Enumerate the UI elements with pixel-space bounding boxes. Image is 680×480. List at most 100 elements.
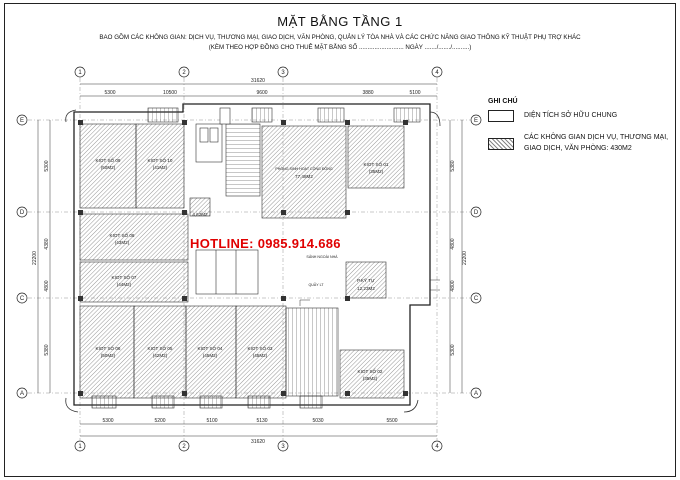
dim-right-seg-2: 4800 <box>450 238 456 249</box>
dim-right-seg-3: 4800 <box>450 280 456 291</box>
kiot-08-area <box>79 213 189 261</box>
kiot-05-area <box>133 305 187 399</box>
service-room-area <box>345 261 387 299</box>
grid-bubble-3-top <box>277 66 289 78</box>
kiot-07-area <box>79 261 189 303</box>
grid-bubble-e-right <box>470 114 482 126</box>
grid-label-2-bottom: 2 <box>182 444 186 450</box>
dim-right-total: 22200 <box>462 251 468 265</box>
dim-bottom-seg-5: 5030 <box>312 418 323 424</box>
building-core <box>91 107 421 409</box>
kiot-03-label: KIOT SỐ 03 <box>248 345 273 351</box>
grid-label-c-left: C <box>20 296 25 302</box>
grid-bubble-1-bottom <box>74 440 86 452</box>
stair-core <box>225 123 261 197</box>
dim-right-seg-1: 5380 <box>450 160 456 171</box>
kiot-04-area-text: (45M2) <box>203 353 218 358</box>
grid-label-4-bottom: 4 <box>435 444 439 450</box>
grid-label-c-right: C <box>474 296 479 302</box>
dim-top-total: 31620 <box>251 78 265 84</box>
community-room-area-text: 77,48M2 <box>295 174 313 179</box>
legend-swatch-leasable <box>488 138 514 150</box>
kiot-06-area-text: (50M2) <box>101 353 116 358</box>
service-room-area-text: 12,23M2 <box>357 286 375 291</box>
grid-bubble-d-right <box>470 206 482 218</box>
dimension-lines <box>37 83 463 437</box>
grid-label-a-left: A <box>20 391 24 397</box>
legend-label-leasable-2: GIAO DỊCH, VĂN PHÒNG: 430M2 <box>524 145 632 152</box>
kiot-02-label: KIOT SỐ 02 <box>358 368 383 374</box>
lobby-label: SẢNH NGOÀI NHÀ <box>306 254 338 259</box>
grid-bubble-3-bottom <box>277 440 289 452</box>
kiot-02-area <box>339 349 405 399</box>
dim-left-seg-1: 5300 <box>44 160 50 171</box>
kiot-10-label: KIOT SỐ 10 <box>148 157 173 163</box>
grid-bubbles <box>16 66 482 452</box>
kiot-09-area <box>79 123 137 209</box>
contract-reference-line: (KÈM THEO HỢP ĐỒNG CHO THUÊ MẶT BẰNG SỐ … <box>208 44 472 51</box>
structural-columns <box>78 120 408 396</box>
small-room-area-text: 4,62M2 <box>192 212 208 217</box>
grid-bubble-2-bottom <box>178 440 190 452</box>
kiot-09-area-text: (50M2) <box>101 165 116 170</box>
kiot-04-area <box>185 305 237 399</box>
grid-label-a-right: A <box>474 391 478 397</box>
reception-label: QUẦY LT <box>308 283 324 287</box>
dim-bottom-seg-4: 5130 <box>256 418 267 424</box>
kiot-10-area <box>135 123 185 209</box>
dim-bottom-seg-6: 5500 <box>386 418 397 424</box>
dim-bottom-seg-1: 5300 <box>102 418 113 424</box>
grid-label-3-bottom: 3 <box>281 444 285 450</box>
grid-bubble-4-top <box>431 66 443 78</box>
drawing-subtitle: BAO GỒM CÁC KHÔNG GIAN: DỊCH VỤ, THƯƠNG … <box>99 34 581 41</box>
building-outline <box>73 103 431 406</box>
corner-balconies <box>65 109 441 413</box>
kiot-07-area-text: (44M2) <box>117 282 132 287</box>
kiot-04-label: KIOT SỐ 04 <box>198 345 223 351</box>
kiot-06-area <box>79 305 135 399</box>
kiot-08-area-text: (43M2) <box>115 240 130 245</box>
dim-left-seg-4: 5380 <box>44 344 50 355</box>
grid-label-1-top: 1 <box>78 70 82 76</box>
ramp-stair <box>285 307 339 397</box>
dim-left-seg-3: 4800 <box>44 280 50 291</box>
dim-bottom-seg-3: 5100 <box>206 418 217 424</box>
legend-title: GHI CHÚ <box>488 98 518 105</box>
dim-top-seg-2: 10500 <box>163 90 177 96</box>
grid-bubble-e-left <box>16 114 28 126</box>
kiot-10-area-text: (41M2) <box>153 165 168 170</box>
kiot-03-area-text: (45M2) <box>253 353 268 358</box>
grid-bubble-2-top <box>178 66 190 78</box>
kiot-01-area-text: (35M2) <box>369 169 384 174</box>
toilet-block <box>195 249 259 295</box>
kiot-08-label: KIOT SỐ 08 <box>110 232 135 238</box>
dim-top-seg-4: 3880 <box>362 90 373 96</box>
kiot-05-label: KIOT SỐ 05 <box>148 345 173 351</box>
grid-label-d-left: D <box>20 210 25 216</box>
grid-bubble-a-right <box>470 387 482 399</box>
community-room-area <box>261 125 347 219</box>
lift-shaft <box>195 123 223 163</box>
grid-label-e-left: E <box>20 118 24 124</box>
dim-top-seg-5: 5100 <box>409 90 420 96</box>
grid-bubble-d-left <box>16 206 28 218</box>
community-room-label: PHÒNG SINH HOẠT CỘNG ĐỒNG <box>275 166 332 171</box>
grid-label-d-right: D <box>474 210 479 216</box>
grid-bubble-c-right <box>470 292 482 304</box>
dim-bottom-total: 31620 <box>251 439 265 445</box>
grid-label-e-right: E <box>474 118 478 124</box>
grid-bubble-4-bottom <box>431 440 443 452</box>
kiot-03-area <box>235 305 287 399</box>
legend-swatch-common <box>488 110 514 122</box>
dim-left-total: 22200 <box>32 251 38 265</box>
legend-label-common: DIỆN TÍCH SỞ HỮU CHUNG <box>524 112 618 119</box>
legend-label-leasable-1: CÁC KHÔNG GIAN DỊCH VỤ, THƯƠNG MẠI, <box>524 134 669 141</box>
dim-right-seg-4: 5300 <box>450 344 456 355</box>
small-room-area <box>189 197 211 217</box>
grid-label-4-top: 4 <box>435 70 439 76</box>
grid-bubble-c-left <box>16 292 28 304</box>
kiot-01-label: KIOT SỐ 01 <box>364 161 389 167</box>
drawing-title: MẶT BẰNG TẦNG 1 <box>277 14 403 29</box>
service-room-label: P.KỸ TỰ <box>357 277 375 283</box>
